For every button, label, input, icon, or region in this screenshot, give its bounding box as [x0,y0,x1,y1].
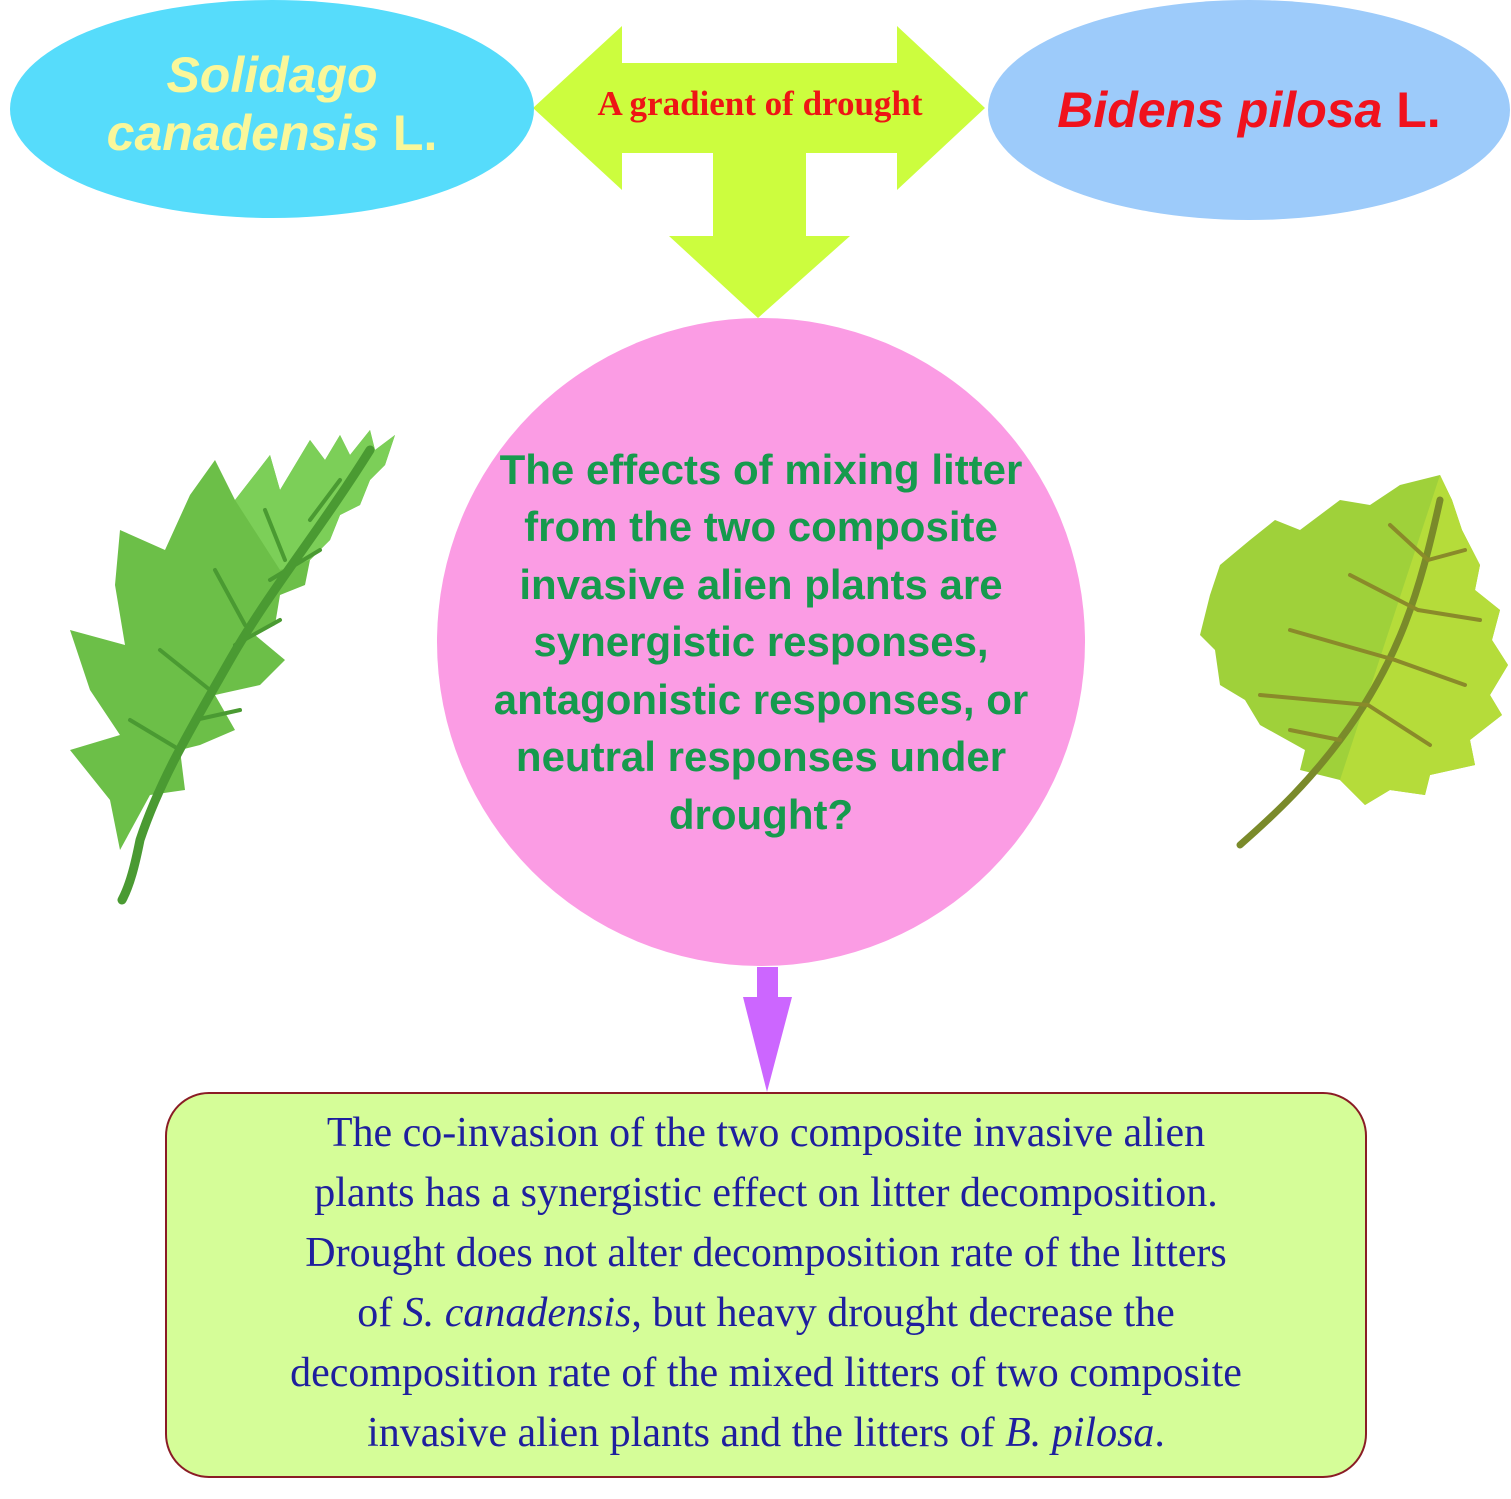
leaf-left-veins [128,478,342,752]
drought-gradient-arrow [533,26,985,318]
conclusion-box: The co-invasion of the two composite inv… [165,1092,1367,1478]
conclusion-line: , but heavy drought decrease the [631,1290,1175,1336]
species-genus: Solidago [166,47,378,103]
conclusion-text: The co-invasion of the two composite inv… [181,1103,1351,1463]
conclusion-line: plants has a synergistic effect on litte… [314,1170,1218,1216]
question-text: The effects of mixing litter from the tw… [493,445,1029,838]
leaf-right-shade [1340,475,1508,805]
species-ellipse-right: Bidens pilosa L. [988,0,1510,220]
species-name-left: Solidago canadensis L. [107,46,438,162]
species-ellipse-left: Solidago canadensis L. [10,0,534,218]
species-authority: L. [392,105,438,161]
leaf-right-veins [1258,523,1482,747]
down-arrow [743,967,792,1092]
drought-gradient-label: A gradient of drought [597,84,923,123]
species-italic: B. pilosa [1005,1410,1155,1456]
species-authority: L. [1396,82,1441,138]
species-name-right: Bidens pilosa L. [1057,81,1440,139]
species-binomial: Bidens pilosa [1057,82,1383,138]
conclusion-line: invasive alien plants and the litters of [367,1410,1006,1456]
leaf-right-midrib [1236,496,1444,849]
leaf-left-midrib [117,445,375,905]
species-epithet: canadensis [106,105,380,161]
conclusion-line: Drought does not alter decomposition rat… [305,1230,1227,1276]
conclusion-line: . [1154,1410,1165,1456]
birch-leaf-icon [1200,475,1508,849]
species-italic: S. canadensis [402,1290,632,1336]
conclusion-line: decomposition rate of the mixed litters … [290,1350,1242,1396]
question-circle: The effects of mixing litter from the tw… [437,318,1085,966]
conclusion-line: The co-invasion of the two composite inv… [326,1110,1206,1156]
serrated-leaf-icon [70,430,395,905]
conclusion-line: of [357,1290,403,1336]
